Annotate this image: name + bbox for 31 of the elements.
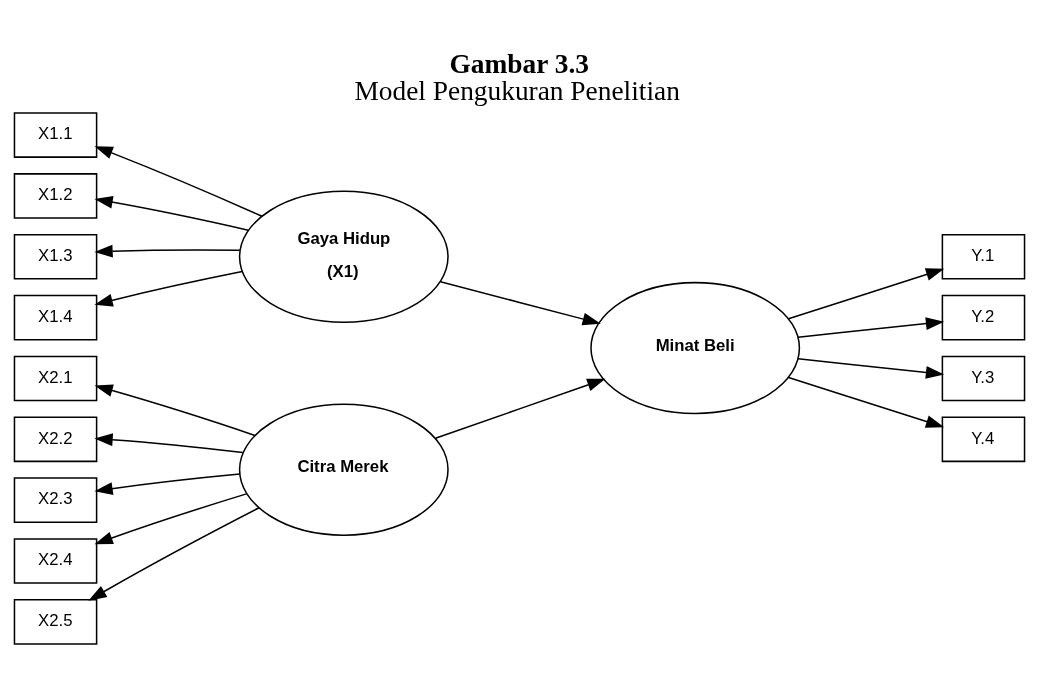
node-box: X2.2 xyxy=(13,416,98,463)
arrow xyxy=(94,244,241,258)
arrow xyxy=(94,384,256,437)
arrow xyxy=(94,493,248,545)
arrow xyxy=(94,146,263,217)
node-ellipse: Gaya Hidup (X1) xyxy=(238,190,449,323)
node-box: Y.3 xyxy=(941,355,1026,402)
node-box: X1.2 xyxy=(13,173,98,219)
arrow xyxy=(94,433,244,454)
node-box: X2.1 xyxy=(13,355,98,402)
node-box: X1.1 xyxy=(13,112,98,158)
arrow xyxy=(797,358,945,379)
node-box: X2.3 xyxy=(13,477,98,523)
arrow xyxy=(434,378,606,439)
arrow xyxy=(787,376,945,428)
arrow xyxy=(94,195,250,231)
arrow xyxy=(88,507,260,601)
arrow xyxy=(787,268,945,320)
node-box: X2.5 xyxy=(13,599,98,645)
node-box: X2.4 xyxy=(13,538,98,584)
node-box: X1.4 xyxy=(13,294,98,341)
node-box: Y.1 xyxy=(941,233,1026,280)
node-box: Y.2 xyxy=(941,294,1026,341)
arrow xyxy=(94,473,241,495)
arrow xyxy=(439,280,601,326)
node-box: X1.3 xyxy=(13,233,98,280)
arrow xyxy=(797,317,945,338)
node-ellipse: Minat Beli xyxy=(590,281,801,415)
node-ellipse: Citra Merek xyxy=(238,403,449,536)
node-box: Y.4 xyxy=(941,416,1026,463)
arrow xyxy=(94,270,243,307)
